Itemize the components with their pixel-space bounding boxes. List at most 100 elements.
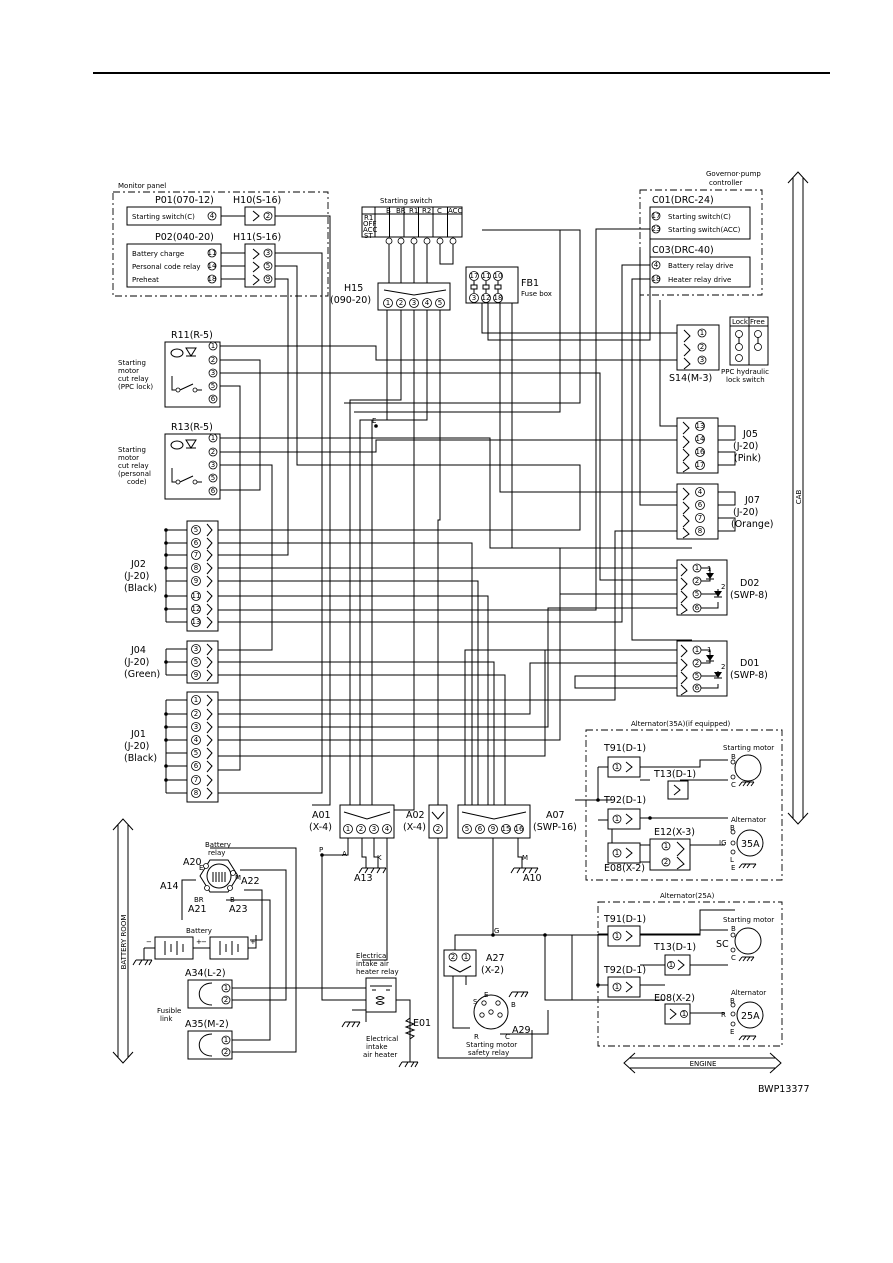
alt25-t13-pin: 1	[669, 961, 673, 969]
a02-pin: 2	[436, 825, 440, 833]
battery-relay-br: BR	[194, 896, 204, 904]
j02-pin-4: 8	[194, 564, 198, 572]
p02-row-2: Personal code relay	[132, 263, 201, 271]
a07-type: (SWP-16)	[533, 822, 577, 833]
a01-pin-3: 3	[372, 825, 376, 833]
alt25-term-b2: B	[730, 997, 735, 1005]
junction-j05: 13 14 16 17 J05 (J-20) (Pink)	[676, 417, 761, 474]
starting-switch-terminal	[385, 237, 393, 245]
r11-label: R11(R-5)	[171, 330, 213, 341]
a22-label: A22	[241, 876, 260, 887]
j05-pin-3: 16	[696, 448, 705, 456]
d01-mark-1: 1	[707, 646, 711, 654]
heater-title-3: air heater	[363, 1051, 397, 1059]
wire-mark-m: M	[522, 854, 528, 862]
fb1-pin-1: 17	[470, 272, 479, 280]
alt35-alternator: Alternator	[731, 816, 766, 824]
j05-pin-4: 17	[696, 461, 705, 469]
battery-relay-title-2: relay	[208, 849, 225, 857]
alt35-title: Alternator(35A)(if equipped)	[631, 720, 730, 728]
a21-label: A21	[188, 904, 207, 915]
alt25-term-c: C	[731, 954, 736, 962]
alt35-e12-pin-1: 1	[664, 842, 668, 850]
r13-pin-2: 2	[211, 448, 215, 456]
c01-row-2: Starting switch(ACC)	[668, 226, 741, 234]
j04-color: (Green)	[124, 669, 160, 680]
fb1-pin-4: 3	[472, 294, 476, 302]
battery-minus-1: −	[146, 938, 152, 946]
a01-label: A01	[312, 810, 331, 821]
h15-pin-2: 2	[399, 299, 403, 307]
a02-label: A02	[406, 810, 425, 821]
a35-label: A35(M-2)	[185, 1019, 229, 1030]
a27-title-1: Starting motor	[466, 1041, 517, 1049]
alt35-t91-pin: 1	[615, 763, 619, 771]
a07-pin-5: 16	[515, 825, 524, 833]
heater-relay-title-1: Electrical	[356, 952, 388, 960]
alt25-term-e: E	[730, 1028, 734, 1036]
alt25-t91: T91(D-1)	[603, 914, 646, 925]
h10-pin: 2	[266, 212, 270, 220]
alt35-e12-pin-2: 2	[664, 858, 668, 866]
j02-pin-8: 13	[192, 618, 201, 626]
j02-pin-1: 5	[194, 526, 198, 534]
s14-caption-1: PPC hydraulic	[721, 368, 769, 376]
ss-col-r2: R2	[422, 207, 431, 215]
wire-marks: P A K E G M	[319, 417, 528, 935]
a01-pin-4: 4	[385, 825, 390, 833]
ss-col-r1: R1	[409, 207, 418, 215]
battery-minus-2: −	[201, 938, 207, 946]
starting-switch: Starting switch B BR R1 R2 C ACC R1 OFF …	[361, 197, 463, 245]
r13-pin-3: 3	[211, 461, 215, 469]
battery-relay-b: B	[230, 896, 235, 904]
c03-row-2: Heater relay drive	[668, 276, 731, 284]
j01-pin-4: 4	[194, 736, 199, 744]
c03-pin-2: 18	[652, 275, 661, 283]
starting-switch-terminal	[410, 237, 418, 245]
starting-switch-terminal	[449, 237, 457, 245]
j07-pin-4: 8	[698, 527, 702, 535]
j01-pin-2: 2	[194, 710, 198, 718]
wire-mark-a: A	[342, 850, 347, 858]
a27-term-r: R	[474, 1033, 479, 1041]
governor-title-1: Governor·pump	[706, 170, 761, 178]
j02-label: J02	[130, 559, 146, 570]
d01-pin-1: 1	[695, 646, 699, 654]
d01-pin-2: 2	[695, 659, 699, 667]
h15-type: (090-20)	[330, 295, 371, 306]
j02-pin-6: 11	[192, 592, 201, 600]
fb1-pin-3: 10	[494, 272, 503, 280]
alternator-25a-section: Alternator(25A) T91(D-1) 1 T13(D-1) 1 T9…	[597, 892, 783, 1047]
j01-pin-1: 1	[194, 696, 198, 704]
p01-label: P01(070-12)	[155, 195, 214, 206]
ss-col-br: BR	[396, 207, 406, 215]
battery-relay-e: E	[199, 864, 203, 872]
alt25-rating: 25A	[741, 1011, 760, 1022]
connector-h10: H10(S-16) 2	[233, 195, 281, 226]
junction-dots	[164, 424, 652, 987]
heater: E01 Electrical intake air heater	[363, 1017, 431, 1062]
j07-color: (Orange)	[731, 519, 774, 530]
alt25-t13: T13(D-1)	[653, 942, 696, 953]
j05-pin-1: 13	[696, 422, 705, 430]
j04-pin-1: 3	[194, 645, 198, 653]
d02-label: D02	[740, 578, 759, 589]
a34-label: A34(L-2)	[185, 968, 226, 979]
d02-pin-3: 5	[695, 590, 699, 598]
alternator-35a-section: Alternator(35A)(if equipped) T91(D-1) 1 …	[585, 720, 783, 881]
alt35-term-ig: IG	[719, 839, 727, 847]
d01-mark-2: 2	[721, 663, 725, 671]
s14-caption-2: lock switch	[726, 376, 765, 384]
fusible-link-a35: A35(M-2) 1 2	[185, 1019, 233, 1060]
r13-pin-4: 5	[211, 474, 215, 482]
ppc-lock-switch-s14: 1 2 3 Lock Free S14(M-3) PPC hydraulic l…	[669, 316, 769, 384]
r13-pin-1: 1	[211, 434, 215, 442]
alt35-t92-pin: 1	[615, 815, 619, 823]
governor-pump-controller: Governor·pump controller C01(DRC-24) 17 …	[639, 170, 763, 296]
relay-r11: R11(R-5) 1 2 3 5 6 Starting motor cut re…	[118, 330, 221, 408]
r11-pin-1: 1	[211, 342, 215, 350]
a20-label: A20	[183, 857, 202, 868]
h15-pin-1: 1	[386, 299, 390, 307]
j01-pin-3: 3	[194, 723, 198, 731]
d02-pin-2: 2	[695, 577, 699, 585]
